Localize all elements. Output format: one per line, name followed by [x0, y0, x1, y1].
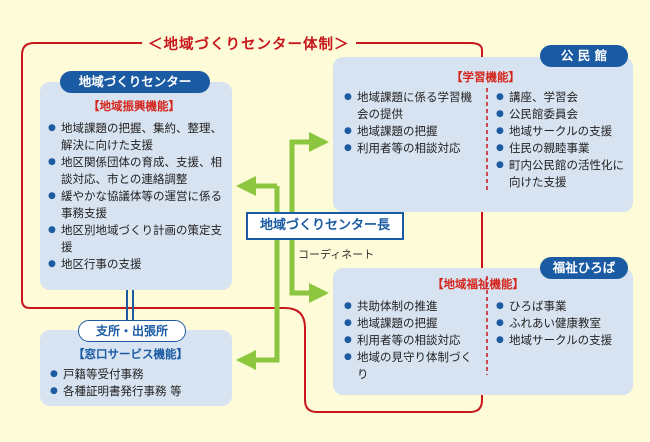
center-header: 地域づくりセンター: [60, 71, 210, 93]
fukushi-sub: 【地域福祉機能】: [432, 277, 524, 291]
list-item: 地域課題に係る学習機会の提供: [344, 89, 479, 123]
list-item: 住民の親睦事業: [496, 140, 631, 157]
chief-box: 地域づくりセンター長: [246, 212, 404, 240]
kominkan-left-list: 地域課題に係る学習機会の提供地域課題の把握利用者等の相談対応: [344, 89, 479, 157]
list-item: 地区関係団体の育成、支援、相談対応、市との連絡調整: [48, 154, 228, 188]
list-item: 地域課題の把握、集約、整理、解決に向けた支援: [48, 120, 228, 154]
center-sub: 【地域振興機能】: [88, 99, 180, 113]
kominkan-header: 公 民 館: [540, 45, 628, 67]
fukushi-right-list: ひろば事業ふれあい健康教室地域サークルの支援: [496, 298, 631, 349]
branch-list: 戸籍等受付事務各種証明書発行事務 等: [50, 366, 230, 400]
list-item: 地域課題の把握: [344, 315, 479, 332]
kominkan-sub: 【学習機能】: [451, 70, 520, 84]
fukushi-header: 福祉ひろば: [540, 257, 628, 279]
coordinate-label: コーディネート: [298, 248, 375, 261]
list-item: 利用者等の相談対応: [344, 332, 479, 349]
arrow-fukushi: [289, 236, 329, 303]
list-item: 地域サークルの支援: [496, 123, 631, 140]
list-item: 地域課題の把握: [344, 123, 479, 140]
arrow-kominkan: [289, 132, 329, 212]
list-item: ひろば事業: [496, 298, 631, 315]
branch-sub: 【窓口サービス機能】: [73, 347, 188, 361]
list-item: 各種証明書発行事務 等: [50, 383, 230, 400]
list-item: 緩やかな協議体等の運営に係る事務支援: [48, 188, 228, 222]
diagram-title: ＜地域づくりセンター体制＞: [142, 33, 356, 54]
list-item: 利用者等の相談対応: [344, 140, 479, 157]
list-item: 共助体制の推進: [344, 298, 479, 315]
list-item: 地区行事の支援: [48, 256, 228, 273]
list-item: 町内公民館の活性化に向けた支援: [496, 157, 631, 191]
kominkan-right-list: 講座、学習会公民館委員会地域サークルの支援住民の親睦事業町内公民館の活性化に向け…: [496, 89, 631, 191]
center-list: 地域課題の把握、集約、整理、解決に向けた支援地区関係団体の育成、支援、相談対応、…: [48, 120, 228, 273]
list-item: 公民館委員会: [496, 106, 631, 123]
list-item: 地域サークルの支援: [496, 332, 631, 349]
list-item: 地域の見守り体制づくり: [344, 349, 479, 383]
arrow-branch: [236, 186, 280, 370]
list-item: 講座、学習会: [496, 89, 631, 106]
list-item: 地区別地域づくり計画の策定支援: [48, 222, 228, 256]
branch-header: 支所・出張所: [78, 320, 186, 342]
list-item: ふれあい健康教室: [496, 315, 631, 332]
fukushi-left-list: 共助体制の推進地域課題の把握利用者等の相談対応地域の見守り体制づくり: [344, 298, 479, 383]
list-item: 戸籍等受付事務: [50, 366, 230, 383]
